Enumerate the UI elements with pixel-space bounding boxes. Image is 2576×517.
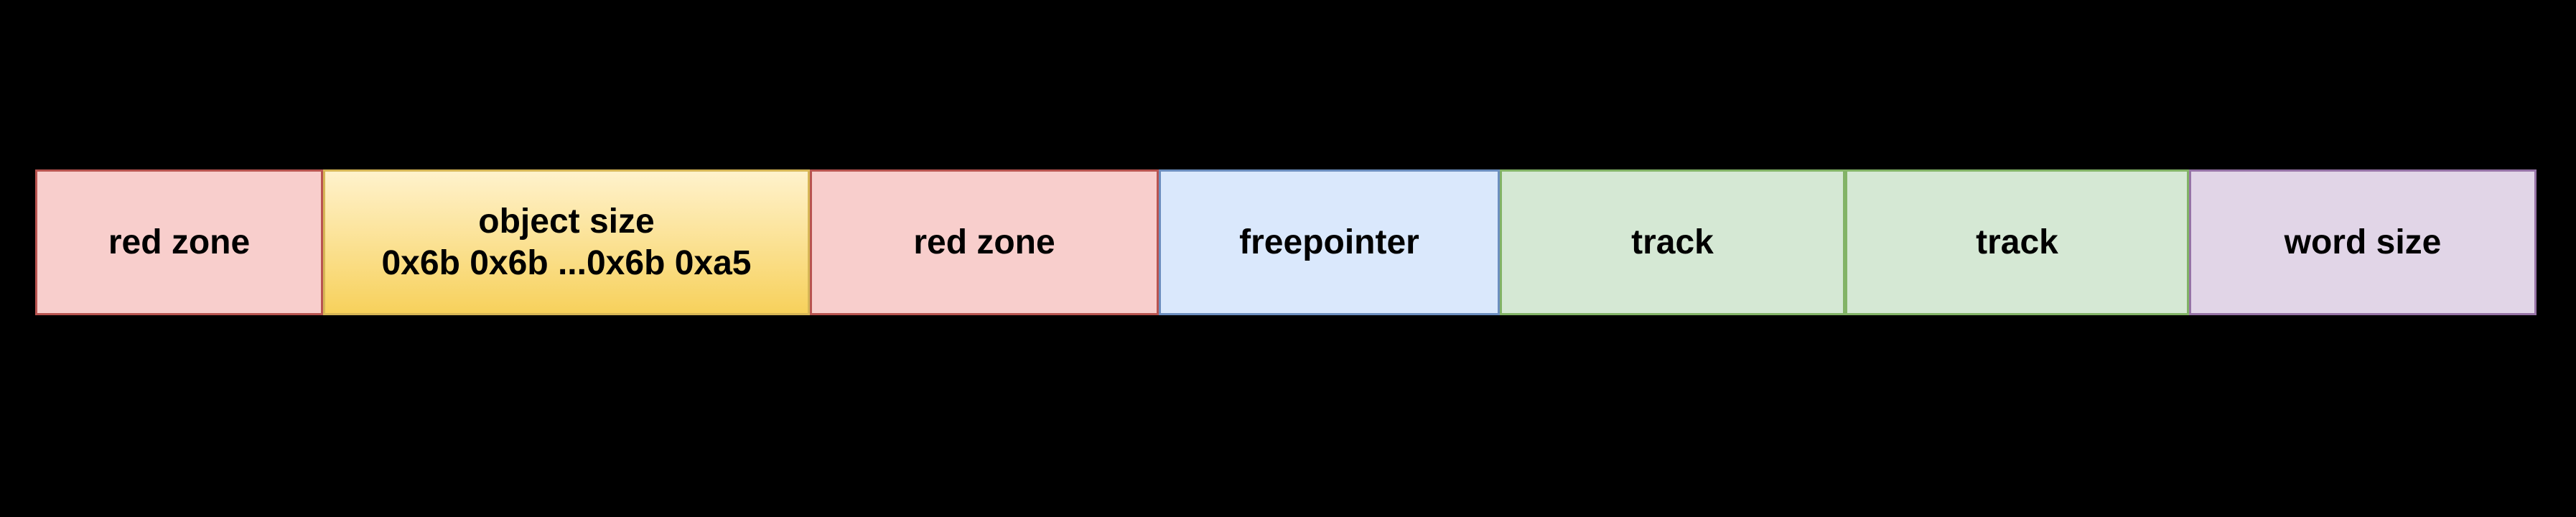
segment-object-size: object size 0x6b 0x6b ...0x6b 0xa5 [323,169,810,315]
segment-label: track [1976,223,2058,261]
segment-label: word size [2284,223,2442,261]
segment-freepointer: freepointer [1159,169,1500,315]
segment-label: track [1631,223,1714,261]
segment-label: red zone [108,223,251,261]
segment-word-size: word size [2189,169,2537,315]
segment-track-left: track [1500,169,1845,315]
memory-layout-row: red zone object size 0x6b 0x6b ...0x6b 0… [35,169,2537,315]
segment-label: freepointer [1239,223,1419,261]
segment-red-zone-left: red zone [35,169,323,315]
segment-track-right: track [1845,169,2189,315]
segment-sublabel-poison-bytes: 0x6b 0x6b ...0x6b 0xa5 [381,243,752,282]
segment-red-zone-right: red zone [810,169,1159,315]
segment-label: red zone [913,223,1055,261]
segment-label: object size [478,202,655,241]
